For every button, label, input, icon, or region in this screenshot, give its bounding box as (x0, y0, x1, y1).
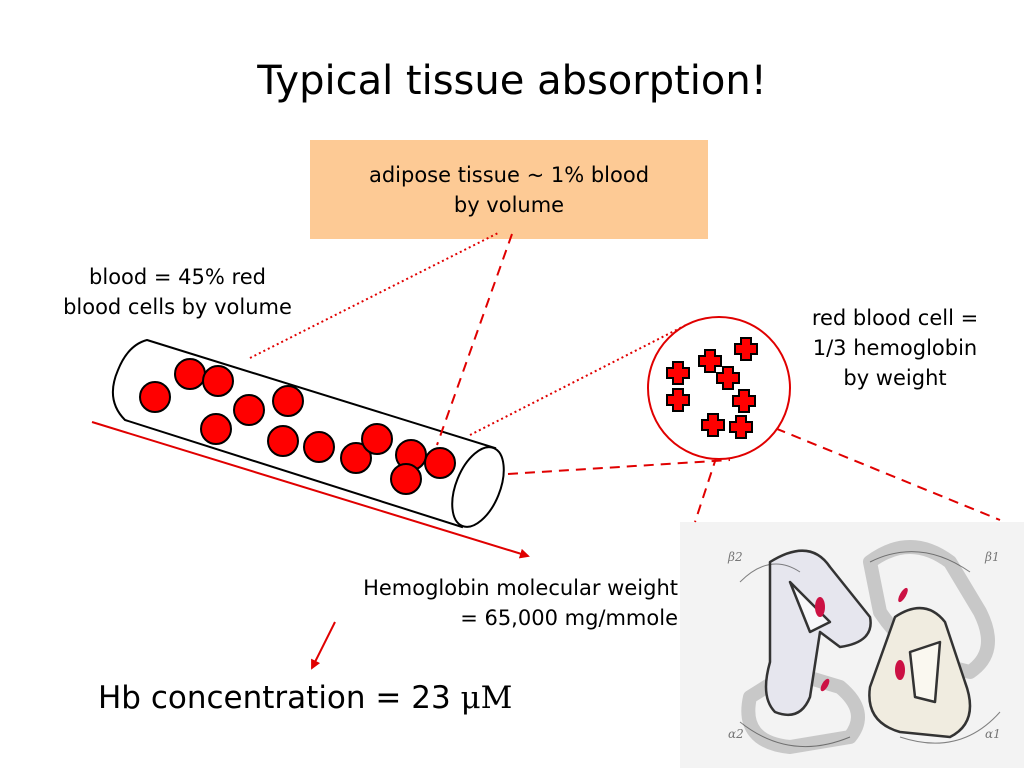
hemoglobin-structure-image: β2 β1 α2 α1 (680, 522, 1024, 768)
hb-concentration-unit: μM (460, 680, 513, 716)
heme-beta2 (815, 597, 825, 617)
heme-alpha1 (895, 660, 905, 680)
hemoglobin-drawing (739, 540, 1001, 754)
rbc-label: red blood cell = 1/3 hemoglobin by weigh… (780, 303, 1010, 393)
connector-vessel-to-rbc (469, 323, 689, 436)
subunit-label-beta2: β2 (728, 550, 743, 564)
red-blood-cell (233, 394, 265, 426)
blood-vessel (111, 338, 505, 529)
red-blood-cell (139, 381, 171, 413)
adipose-callout-box: adipose tissue ~ 1% blood by volume (310, 140, 708, 239)
red-blood-cell (174, 358, 206, 390)
red-blood-cell (395, 439, 427, 471)
subunit-label-beta1: β1 (985, 550, 1000, 564)
heme-groups (815, 587, 908, 692)
red-blood-cells (139, 358, 456, 495)
flow-arrow (91, 421, 530, 559)
blood-label: blood = 45% red blood cells by volume (30, 262, 325, 322)
heme-beta1 (898, 587, 908, 603)
hb-concentration: Hb concentration = 23 μM (98, 680, 512, 716)
connector-rbc-to-hb-left (694, 439, 723, 523)
hemoglobin-molecules (666, 337, 758, 439)
hemoglobin-mw-label: Hemoglobin molecular weight = 65,000 mg/… (280, 573, 678, 633)
blood-label-line-1: blood = 45% red (89, 265, 266, 289)
rbc-label-line-2: 1/3 hemoglobin (812, 336, 978, 360)
red-blood-cell (390, 463, 422, 495)
hemoglobin-cross (732, 389, 756, 413)
hb-mw-line-2: = 65,000 mg/mmole (460, 606, 678, 630)
connector-rbc-to-hb-right (759, 421, 1001, 521)
connector-box-to-vessel (436, 233, 513, 446)
rbc-zoom-circle (647, 316, 791, 460)
hemoglobin-cross (734, 337, 758, 361)
red-blood-cell (340, 442, 372, 474)
subunit-label-alpha1: α1 (985, 727, 1001, 741)
vessel-end (451, 446, 505, 528)
red-blood-cell (202, 365, 234, 397)
adipose-line-2: by volume (453, 193, 565, 217)
subunit-label-alpha2: α2 (728, 727, 744, 741)
hemoglobin-cross (716, 366, 740, 390)
heme-alpha2 (820, 678, 830, 692)
rbc-label-line-3: by weight (843, 366, 947, 390)
slide-title: Typical tissue absorption! (257, 58, 767, 104)
connector-vessel-to-rbc-bottom (507, 459, 731, 475)
hemoglobin-cross (666, 388, 690, 412)
red-blood-cell (272, 385, 304, 417)
hb-concentration-text: Hb concentration = 23 (98, 680, 461, 716)
alpha1-subunit (868, 607, 972, 739)
red-blood-cell (267, 425, 299, 457)
red-blood-cell (424, 447, 456, 479)
hemoglobin-cross (729, 415, 753, 439)
blood-label-line-2: blood cells by volume (63, 295, 292, 319)
hemoglobin-cross (701, 413, 725, 437)
red-blood-cell (361, 423, 393, 455)
hemoglobin-cross (698, 349, 722, 373)
red-blood-cell (303, 431, 335, 463)
adipose-line-1: adipose tissue ~ 1% blood (368, 163, 650, 187)
hemoglobin-cross (666, 361, 690, 385)
vessel-body (111, 338, 497, 529)
hb-mw-line-1: Hemoglobin molecular weight (363, 576, 678, 600)
red-blood-cell (200, 413, 232, 445)
rbc-label-line-1: red blood cell = (811, 306, 979, 330)
beta2-subunit (764, 549, 872, 717)
